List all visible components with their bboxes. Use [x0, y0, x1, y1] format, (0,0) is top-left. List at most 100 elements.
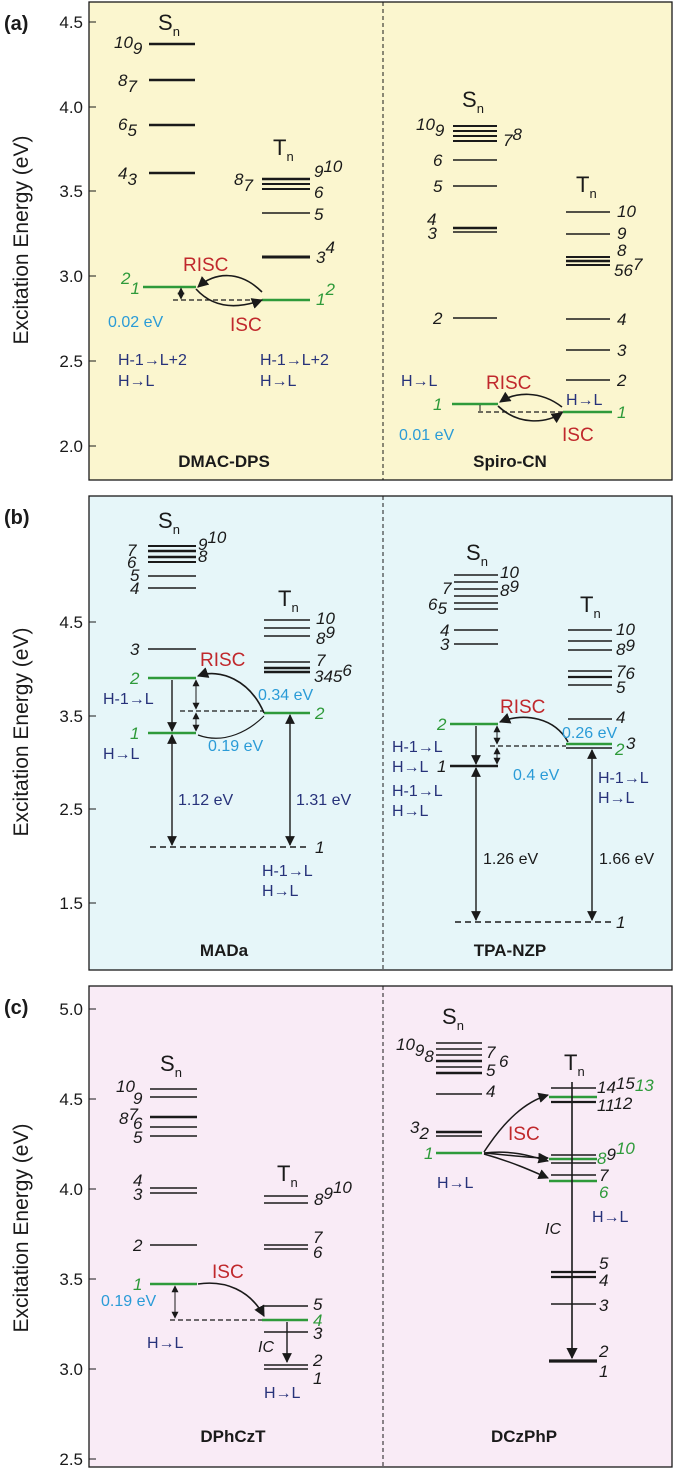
level-label: 3	[440, 635, 450, 654]
tick-label: 3.0	[59, 1360, 83, 1379]
level-label: 32	[410, 1118, 429, 1143]
tick-label: 5.0	[59, 1000, 83, 1019]
level-label: 3	[133, 1185, 143, 1204]
level-label: 4	[313, 1311, 322, 1330]
isc-arrow-t9	[483, 1151, 550, 1164]
level-label: 7	[127, 541, 137, 560]
level-label: 3	[617, 341, 627, 360]
panel-a-frame	[88, 1, 673, 481]
level-label: 87	[118, 71, 137, 96]
triplet-transition: H→L	[260, 373, 297, 390]
level-label: 6	[314, 183, 324, 202]
panel-c-y-axis-label: Excitation Energy (eV)	[10, 1124, 33, 1333]
isc-label: ISC	[230, 315, 262, 336]
molecule-name: DCzPhP	[491, 1427, 557, 1446]
level-label: 2	[314, 704, 325, 723]
level-label: 6	[127, 553, 137, 572]
singlet-levels	[436, 1042, 482, 1155]
level-label: 87	[234, 170, 253, 195]
level-label: 6	[599, 1183, 609, 1202]
level-label: 6	[133, 1114, 143, 1133]
level-label: 8	[198, 547, 208, 566]
level-label: 89	[616, 636, 635, 659]
gap-energy-label: 0.02 eV	[108, 314, 163, 331]
isc-arrow	[195, 288, 264, 309]
singlet-level-labels: 10 89 7 65 4 3 2 1	[428, 563, 519, 776]
tick-label: 3.5	[59, 182, 83, 201]
tick-label: 4.0	[59, 1180, 83, 1199]
level-label: 1	[313, 1369, 322, 1388]
t2-t1-energy: 1.66 eV	[599, 851, 654, 868]
isc-arrow-t13	[483, 1092, 550, 1153]
gap-energy-label: 0.19 eV	[101, 1293, 156, 1310]
risc-label: RISC	[200, 650, 245, 671]
level-label: 65	[428, 595, 447, 618]
level-label: 5	[616, 678, 626, 697]
s2-transition: H-1→L	[103, 691, 154, 708]
level-label: 1	[315, 838, 324, 857]
level-label: 5	[433, 177, 443, 196]
isc-arrow	[497, 405, 563, 424]
tick-label: 3.0	[59, 267, 83, 286]
tick-label: 3.5	[59, 707, 83, 726]
panel-b-label: (b)	[4, 507, 30, 529]
bottom-gap-curve	[197, 715, 265, 739]
level-label: 7	[599, 1166, 609, 1185]
gap-top-label: 0.34 eV	[258, 687, 313, 704]
risc-label: RISC	[486, 373, 531, 394]
singlet-transition: H→L	[401, 373, 438, 390]
level-label: 4	[440, 621, 449, 640]
level-label: 10	[316, 609, 335, 628]
panel-c: (c) Excitation Energy (eV) 2.5 3.0 3.5 4…	[4, 985, 673, 1469]
level-label: 87	[119, 1105, 138, 1128]
molecule-tpa-nzp: Sn 10 89 7 65 4 3 2 1	[392, 540, 654, 960]
level-label: 7	[442, 579, 452, 598]
tick-label: 4.5	[59, 13, 83, 32]
level-label: 4	[130, 579, 139, 598]
s1-transition: H→L	[392, 803, 429, 820]
singlet-transition: H→L	[437, 1175, 474, 1192]
level-label: 7	[486, 1043, 496, 1062]
t2-t1-energy: 1.31 eV	[296, 792, 351, 809]
singlet-transition: H→L	[118, 373, 155, 390]
level-label: 6	[313, 1243, 323, 1262]
tick-label: 2.5	[59, 352, 83, 371]
singlet-levels	[143, 42, 196, 289]
ic-label: IC	[545, 1221, 561, 1238]
panel-a: (a) Excitation Energy (eV) 2.0 2.5 3.0 3…	[4, 1, 673, 481]
tick-label: 4.5	[59, 613, 83, 632]
level-label: 3	[313, 1324, 323, 1343]
s2-transition: H→L	[392, 759, 429, 776]
singlet-levels	[450, 574, 498, 768]
risc-arrow	[196, 667, 265, 714]
triplet-levels	[455, 629, 612, 923]
level-label: 4	[133, 1171, 142, 1190]
tick-label: 4.5	[59, 1090, 83, 1109]
triplet-levels	[563, 211, 612, 414]
level-label: 10	[500, 563, 519, 582]
level-label: 9	[617, 224, 627, 243]
gap-bottom-label: 0.19 eV	[208, 738, 263, 755]
panel-b-y-axis-label: Excitation Energy (eV)	[10, 628, 33, 837]
panel-c-ticks: 2.5 3.0 3.5 4.0 4.5 5.0	[59, 1000, 96, 1469]
tick-label: 4.0	[59, 98, 83, 117]
level-label: 5	[486, 1061, 496, 1080]
triplet-levels	[150, 619, 310, 848]
level-label: 1	[130, 724, 139, 743]
gap-top-label: 0.26 eV	[562, 725, 617, 742]
level-label: 78	[503, 125, 522, 150]
level-label: 65	[118, 115, 137, 140]
isc-arrows	[483, 1092, 550, 1179]
isc-label: ISC	[508, 1124, 540, 1145]
level-label: 8	[617, 241, 627, 260]
level-label: 10	[116, 1077, 135, 1096]
singlet-level-labels: 10 9 87 6 5 4 3 2 1	[116, 1077, 143, 1294]
tick-label: 3.5	[59, 1270, 83, 1289]
triplet-level-labels: 10 89 76 5 4 2 3 1	[614, 620, 636, 932]
level-label: 2	[432, 309, 443, 328]
panel-a-ticks: 2.0 2.5 3.0 3.5 4.0 4.5	[59, 13, 96, 456]
level-label: 141513	[597, 1074, 654, 1097]
level-label: 10	[617, 202, 636, 221]
level-label: 76	[616, 662, 635, 683]
